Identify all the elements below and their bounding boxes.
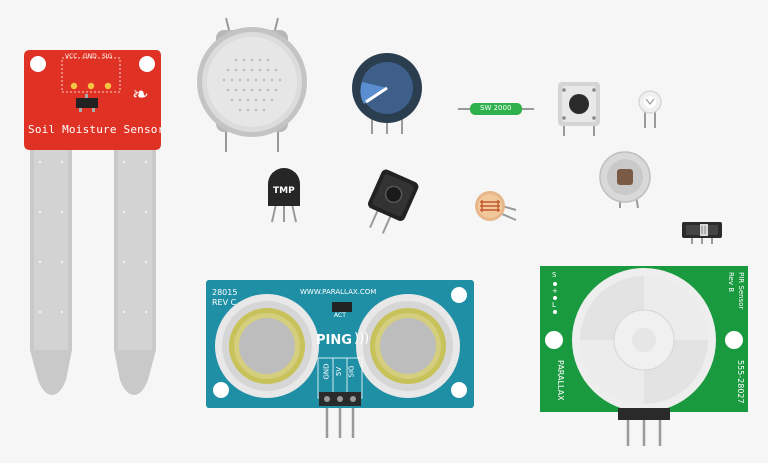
pushbutton-icon <box>558 82 600 136</box>
photoresistor[interactable] <box>472 188 518 228</box>
slide-switch[interactable] <box>680 220 724 246</box>
tilt-sensor-icon <box>368 169 419 234</box>
temperature-sensor[interactable]: TMP <box>266 166 302 224</box>
ping-url: WWW.PARALLAX.COM <box>300 288 377 296</box>
potentiometer[interactable] <box>350 52 424 136</box>
photoresistor-icon <box>475 191 517 221</box>
temperature-sensor-graphic <box>268 168 300 223</box>
tilt-sensor[interactable] <box>362 168 422 238</box>
soil-moisture-sensor[interactable]: VCC GND SIG ❧ Soil Moisture Sensor <box>24 50 165 400</box>
resistor[interactable]: SW 2000 <box>458 101 534 117</box>
soil-pin-vcc: VCC <box>65 53 78 60</box>
soil-pin-sig: SIG <box>102 53 113 60</box>
pir-part-number: 555-28027 <box>736 360 745 404</box>
ping-wave-icon: ))) <box>354 331 370 346</box>
slide-switch-icon <box>682 222 722 244</box>
gas-sensor[interactable] <box>196 16 308 154</box>
ping-revision: REV C <box>212 298 237 307</box>
ping-pin-gnd: GND <box>322 363 331 380</box>
pir-pin-s: S <box>552 271 557 279</box>
ping-model: 28015 <box>212 288 238 297</box>
resistor-graphic <box>458 103 534 115</box>
ping-act-label: ACT <box>334 312 346 319</box>
ping-board-graphic <box>206 280 474 438</box>
soil-moisture-board-graphic <box>24 50 161 395</box>
pir-title: PIR Sensor <box>737 272 745 310</box>
ping-brand: PING <box>316 333 352 348</box>
temperature-sensor-label: TMP <box>273 186 295 196</box>
piezo-icon <box>599 151 651 209</box>
pir-pin-l: L <box>552 301 556 309</box>
resistor-label: SW 2000 <box>480 104 512 112</box>
led[interactable] <box>636 90 664 130</box>
flame-icon: ❧ <box>132 82 149 106</box>
piezo-buzzer[interactable] <box>598 150 654 210</box>
ping-pin-5v: 5V <box>335 366 344 377</box>
ping-pin-sig: SIG <box>347 365 356 378</box>
ping-ultrasonic-sensor[interactable]: 28015 REV C WWW.PARALLAX.COM ACT PING ))… <box>206 280 474 440</box>
knob-icon <box>352 53 422 134</box>
pir-board-graphic <box>540 266 748 446</box>
soil-sensor-name: Soil Moisture Sensor <box>28 123 165 136</box>
pir-revision: Rev B <box>727 272 735 293</box>
pir-motion-sensor[interactable]: S + L PIR Sensor Rev B PARALLAX 555-2802… <box>540 266 750 448</box>
pir-brand: PARALLAX <box>556 360 565 401</box>
soil-pin-gnd: GND <box>83 53 97 60</box>
gas-sensor-mesh-icon <box>197 17 307 152</box>
pir-pin-plus: + <box>552 287 558 295</box>
led-icon <box>638 90 662 128</box>
pushbutton[interactable] <box>556 82 602 138</box>
